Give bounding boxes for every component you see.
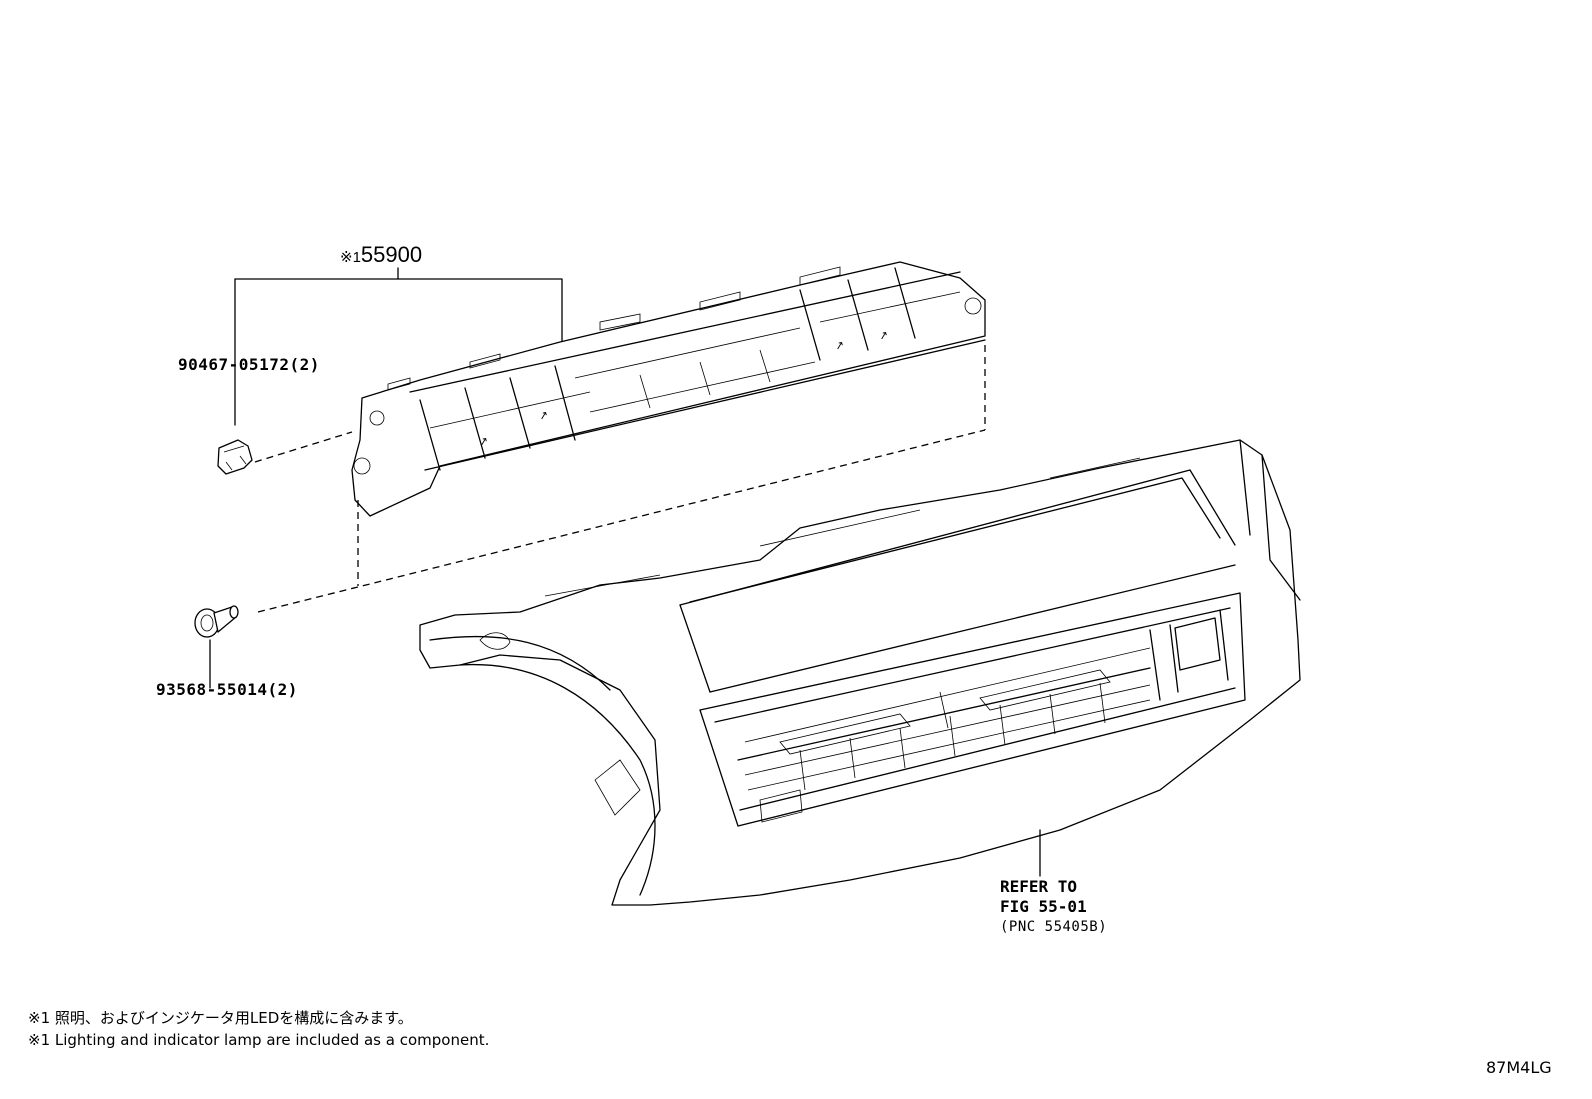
main-part-leader bbox=[234, 267, 563, 426]
svg-text:↗: ↗ bbox=[478, 434, 490, 449]
refer-note: REFER TO FIG 55-01 (PNC 55405B) bbox=[1000, 877, 1107, 937]
footnote-japanese: ※1 照明、およびインジケータ用LEDを構成に含みます。 bbox=[28, 1009, 413, 1027]
main-part-mark: ※1 bbox=[340, 249, 361, 266]
screw-part bbox=[194, 605, 239, 689]
refer-line-1: REFER TO bbox=[1000, 877, 1078, 896]
figure-code: 87M4LG bbox=[1486, 1058, 1552, 1077]
refer-line-2: FIG 55-01 bbox=[1000, 897, 1087, 916]
main-part-label: ※155900 bbox=[340, 242, 422, 268]
main-part-number: 55900 bbox=[360, 242, 423, 267]
switch-panel-assembly: ↗ ↗ ↗ ↗ bbox=[351, 261, 986, 517]
svg-text:↗: ↗ bbox=[834, 338, 846, 353]
refer-line-3: (PNC 55405B) bbox=[1000, 919, 1108, 935]
clip-part bbox=[217, 439, 253, 475]
assembly-dash-lines bbox=[254, 345, 986, 613]
footnote-english: ※1 Lighting and indicator lamp are inclu… bbox=[28, 1031, 490, 1049]
register-housing bbox=[419, 439, 1301, 906]
clip-part-label: 90467-05172(2) bbox=[178, 355, 320, 374]
svg-text:↗: ↗ bbox=[538, 408, 550, 423]
svg-text:↗: ↗ bbox=[878, 328, 890, 343]
screw-part-label: 93568-55014(2) bbox=[156, 680, 298, 699]
